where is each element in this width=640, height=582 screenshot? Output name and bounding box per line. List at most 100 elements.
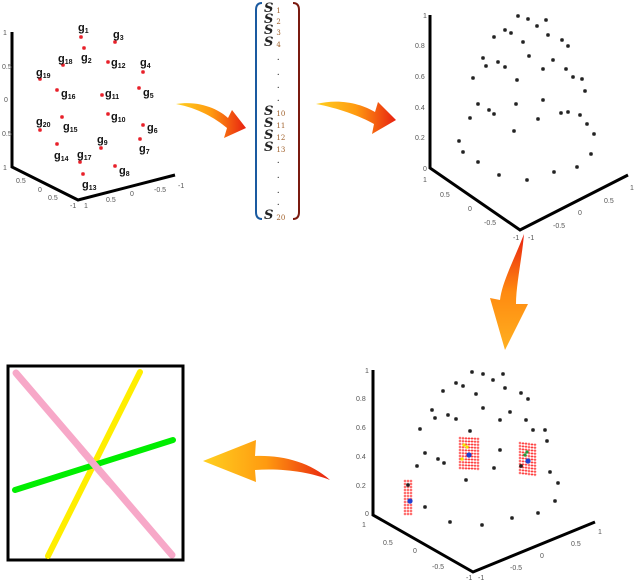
source-marker — [465, 445, 469, 449]
sensor-label: g10 — [111, 111, 126, 124]
vector-ellipsis: . — [277, 80, 280, 91]
grid-point — [546, 33, 550, 37]
z-axis — [371, 370, 596, 574]
grid-point — [541, 67, 545, 71]
grid-point — [470, 370, 474, 374]
sensor-marker — [38, 128, 42, 132]
grid-point — [560, 38, 564, 42]
sensor-label: g15 — [63, 121, 78, 134]
grid-point — [559, 111, 563, 115]
grid-point — [480, 523, 484, 527]
tick-label: -0.5 — [510, 565, 522, 572]
grid-point — [423, 451, 427, 455]
sensor-label: g16 — [61, 88, 76, 101]
curved-arrow-icon — [316, 101, 396, 134]
sensor-label: g7 — [139, 143, 150, 156]
grid-point — [481, 56, 485, 60]
tick-label: 0.4 — [356, 454, 366, 461]
tick-label: -1 — [70, 203, 76, 210]
grid-point — [491, 378, 495, 382]
tick-label: 0.5 — [383, 540, 393, 547]
grid-point — [527, 54, 531, 58]
z-axis — [428, 15, 629, 232]
grid-point — [521, 40, 525, 44]
grid-point — [430, 408, 434, 412]
curved-arrow-icon — [176, 103, 246, 138]
tick-label: -1 — [478, 575, 484, 582]
grid-point — [526, 397, 530, 401]
sensor-label: g4 — [140, 57, 151, 70]
grid-point — [556, 481, 560, 485]
tick-label: 0.8 — [415, 43, 425, 50]
grid-point — [509, 31, 513, 35]
grid-point — [423, 505, 427, 509]
grid-point — [481, 406, 485, 410]
grid-point — [503, 65, 507, 69]
grid-point — [487, 108, 491, 112]
tick-label: -0.5 — [553, 223, 565, 230]
tick-label: 0 — [468, 206, 472, 213]
tick-label: 0 — [365, 511, 369, 518]
grid-point — [454, 417, 458, 421]
tick-label: -0.5 — [484, 220, 496, 227]
tick-label: 0.8 — [356, 396, 366, 403]
grid-point — [498, 448, 502, 452]
tick-label: 0 — [38, 187, 42, 194]
tick-label: 0.6 — [415, 74, 425, 81]
sensor-label: g5 — [143, 87, 154, 100]
vector-ellipsis: . — [277, 197, 280, 208]
grid-point — [496, 60, 500, 64]
grid-point — [492, 466, 496, 470]
grid-point — [564, 67, 568, 71]
curved-arrow-icon — [203, 440, 330, 482]
source-marker — [407, 498, 413, 504]
tick-label: -1 — [178, 183, 184, 190]
sensor-marker — [141, 123, 145, 127]
tick-label: 0.5 — [106, 197, 116, 204]
grid-point — [514, 102, 518, 106]
grid-point — [536, 117, 540, 121]
tick-label: 0.5 — [440, 192, 450, 199]
grid-point — [508, 410, 512, 414]
grid-point — [476, 102, 480, 106]
grid-point — [566, 44, 570, 48]
grid-point — [501, 372, 505, 376]
grid-point — [471, 76, 475, 80]
sensor-label: g12 — [111, 57, 126, 70]
grid-point — [481, 372, 485, 376]
grid-point — [566, 110, 570, 114]
grid-point — [503, 28, 507, 32]
grid-point — [498, 418, 502, 422]
sensor-label: g8 — [119, 165, 130, 178]
grid-point — [551, 58, 555, 62]
grid-point — [575, 165, 579, 169]
grid-point — [457, 139, 461, 143]
grid-point — [583, 89, 587, 93]
vector-ellipsis: . — [277, 170, 280, 181]
tick-label: 1 — [3, 30, 7, 37]
grid-point — [592, 132, 596, 136]
sensor-label: g14 — [54, 150, 69, 163]
sensor-marker — [61, 63, 65, 67]
tick-label: 0.5 — [48, 195, 58, 202]
grid-point — [433, 416, 437, 420]
grid-point — [543, 428, 547, 432]
grid-point — [545, 439, 549, 443]
grid-point — [519, 464, 523, 468]
vector-ellipsis: . — [277, 93, 280, 104]
vector-ellipsis: . — [277, 155, 280, 166]
sensor-label: g20 — [36, 116, 51, 129]
sensor-marker — [100, 93, 104, 97]
grid-point — [446, 413, 450, 417]
sensor-label: g17 — [77, 149, 92, 162]
grid-point — [536, 511, 540, 515]
grid-point — [524, 418, 528, 422]
